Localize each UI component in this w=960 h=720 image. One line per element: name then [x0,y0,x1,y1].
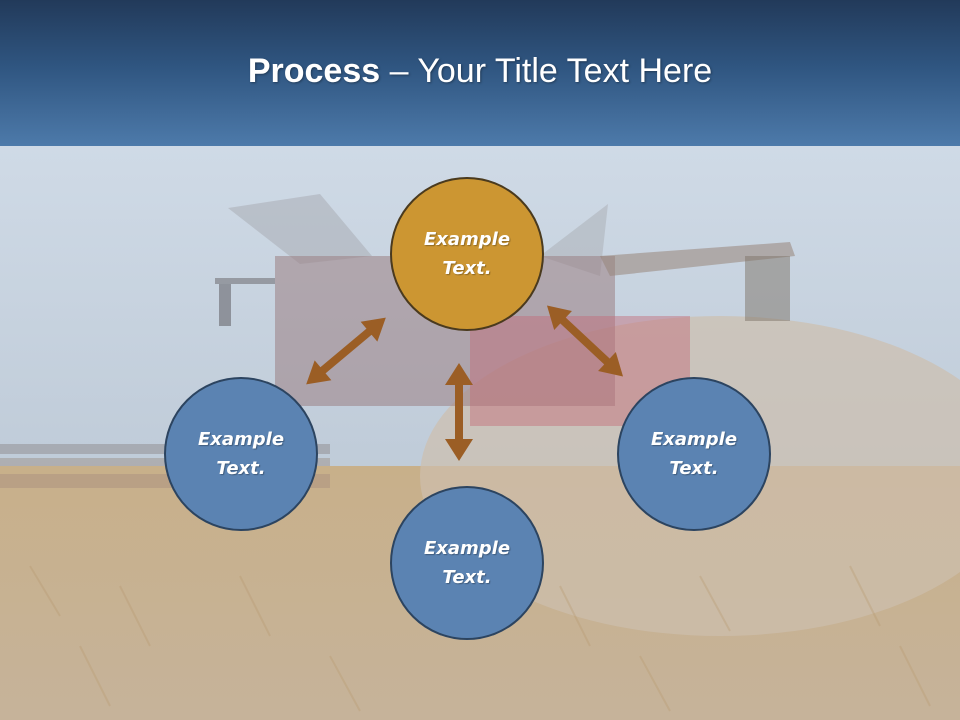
process-step-top[interactable]: Example Text. [390,177,544,331]
process-step-bottom[interactable]: Example Text. [390,486,544,640]
slide-title: Process – Your Title Text Here [248,52,712,91]
title-bar: Process – Your Title Text Here [0,0,960,146]
process-step-left[interactable]: Example Text. [164,377,318,531]
process-step-right[interactable]: Example Text. [617,377,771,531]
process-step-top-label: Example Text. [423,229,511,279]
process-step-right-label: Example Text. [650,429,738,479]
slide-title-bold: Process [247,51,381,90]
process-step-left-label: Example Text. [197,429,285,479]
process-step-bottom-label: Example Text. [423,538,511,588]
slide-title-rest: – Your Title Text Here [380,51,713,90]
